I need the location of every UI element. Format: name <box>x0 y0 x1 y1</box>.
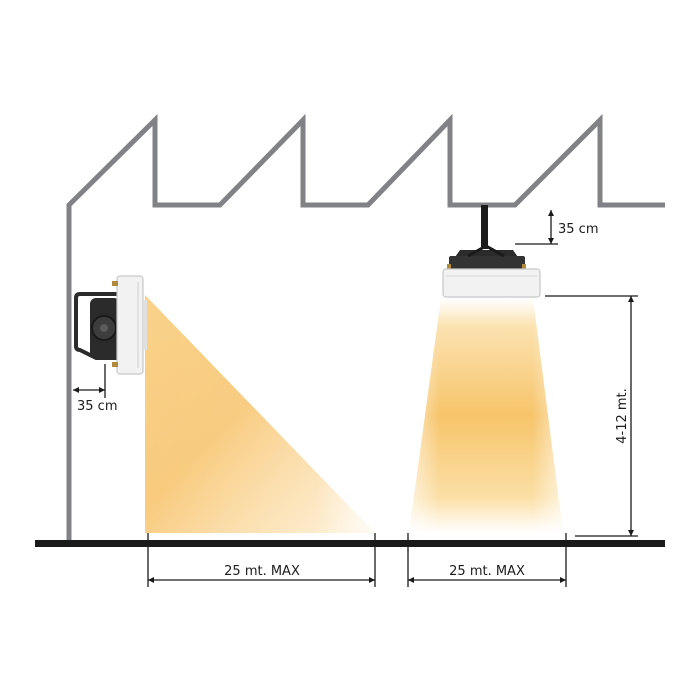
wall-heater-light-beam <box>145 295 375 533</box>
height-dimension: 4-12 mt. <box>545 295 638 537</box>
ceiling-mounted-heater-icon <box>442 205 541 298</box>
wall-clearance-label: 35 cm <box>77 399 118 414</box>
wall-clearance-dimension: 35 cm <box>73 364 118 414</box>
ceiling-clearance-label: 35 cm <box>558 222 599 237</box>
height-range-label: 4-12 mt. <box>615 388 630 444</box>
ceiling-heater-light-beam <box>409 298 563 533</box>
wall-throw-label: 25 mt. MAX <box>224 564 300 579</box>
wall-mounted-heater-icon <box>74 275 147 375</box>
ceiling-throw-label: 25 mt. MAX <box>449 564 525 579</box>
wall-throw-dimension: 25 mt. MAX <box>147 533 376 587</box>
ceiling-clearance-dimension: 35 cm <box>515 210 599 245</box>
ceiling-throw-dimension: 25 mt. MAX <box>407 533 567 587</box>
floor <box>35 540 665 547</box>
building-outline <box>66 113 665 540</box>
